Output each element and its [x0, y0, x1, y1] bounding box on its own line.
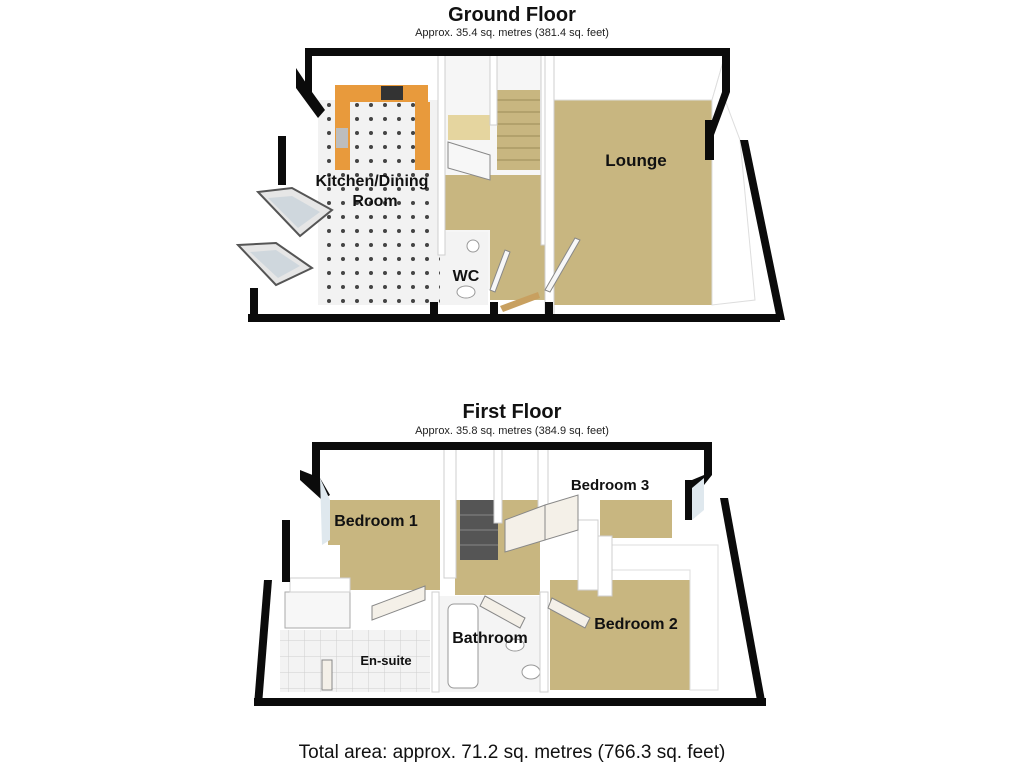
- bathroom-label: Bathroom: [452, 630, 528, 647]
- bedroom3-floor: [600, 500, 672, 538]
- basin-icon: [505, 638, 525, 652]
- ground-floor-plan: Kitchen/Dining Room Lounge WC: [235, 48, 785, 322]
- kitchen-worktop: [335, 85, 428, 170]
- ground-floor-title: Ground Floor: [448, 4, 576, 26]
- bedroom3-label: Bedroom 3: [571, 477, 649, 494]
- bathtub-icon: [447, 603, 479, 689]
- kitchen-label-line1: Kitchen/Dining: [316, 173, 429, 190]
- first-floor-title: First Floor: [462, 401, 562, 423]
- ground-stairs: [497, 90, 540, 170]
- ground-windows: [235, 186, 334, 287]
- lounge-floor: [552, 100, 712, 305]
- ground-floor-area: Approx. 35.4 sq. metres (381.4 sq. feet): [415, 27, 609, 39]
- hob-icon: [381, 86, 403, 100]
- toilet-icon: [521, 664, 541, 680]
- first-floor-area: Approx. 35.8 sq. metres (384.9 sq. feet): [415, 425, 609, 437]
- bedroom1-label: Bedroom 1: [334, 513, 418, 530]
- first-floor-plan: Bedroom 1 Bedroom 3 Bedroom 2 Bathroom E…: [254, 442, 766, 706]
- bedroom2-label: Bedroom 2: [594, 616, 678, 633]
- lounge-label: Lounge: [605, 151, 666, 170]
- total-area: Total area: approx. 71.2 sq. metres (766…: [298, 742, 726, 763]
- ensuite-label: En-suite: [360, 653, 411, 668]
- bedroom2-floor: [550, 580, 690, 690]
- bedroom1-floor: [328, 500, 440, 590]
- sink-icon: [336, 128, 348, 148]
- kitchen-label-line2: Room: [352, 193, 397, 210]
- ensuite-floor: [280, 630, 430, 692]
- wc-label: WC: [453, 268, 480, 285]
